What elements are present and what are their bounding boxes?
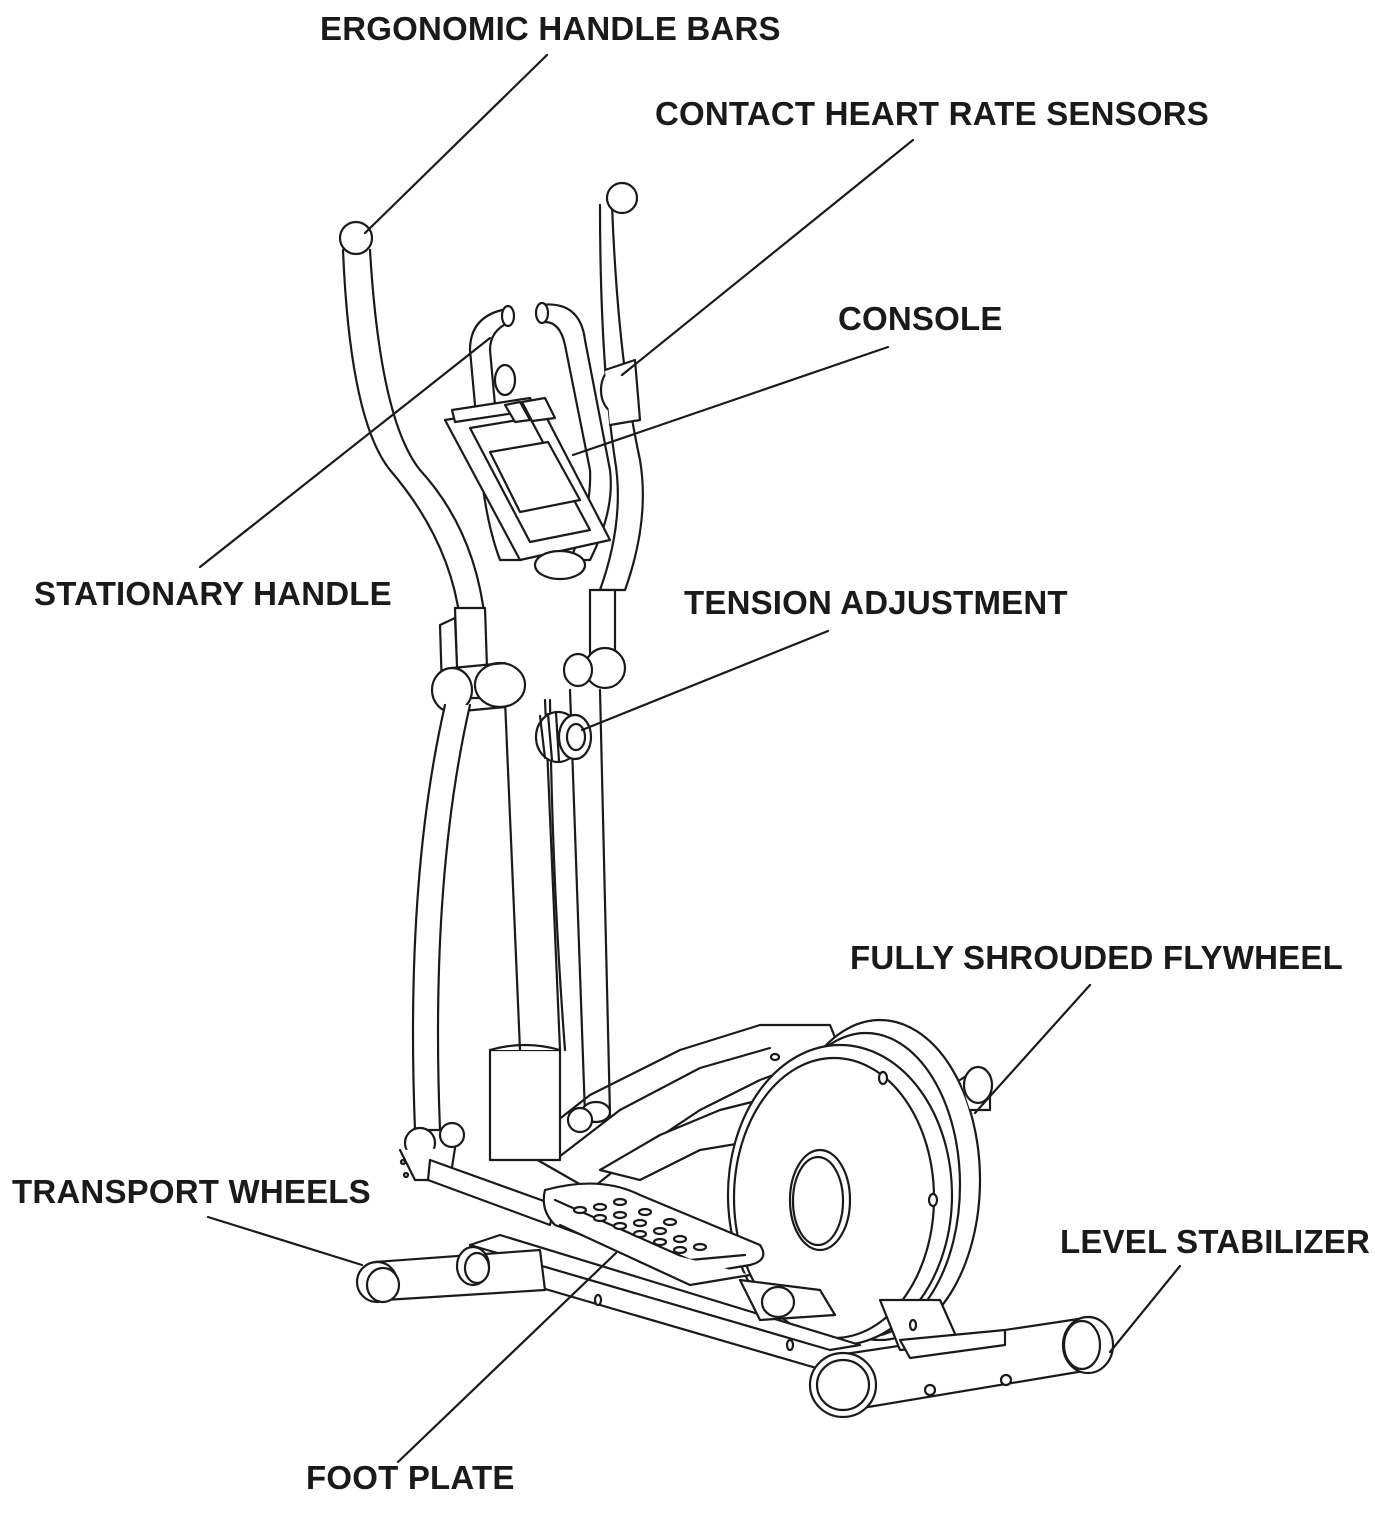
flywheel-shroud: [518, 1018, 994, 1347]
console-unit: [443, 396, 612, 581]
leader-foot-plate: [396, 1251, 618, 1464]
label-tension-adjustment: TENSION ADJUSTMENT: [684, 584, 1068, 621]
callout-leaders: [198, 53, 1182, 1464]
tension-knob: [534, 710, 593, 764]
leader-transport-wheels: [206, 1215, 364, 1267]
pedal-and-foot-plate: [426, 1158, 837, 1322]
leader-stationary-handle: [198, 336, 492, 569]
label-stationary-handle: STATIONARY HANDLE: [34, 575, 392, 612]
base-frame: [355, 1233, 1115, 1419]
label-transport-wheels: TRANSPORT WHEELS: [12, 1173, 371, 1210]
label-foot-plate: FOOT PLATE: [306, 1459, 515, 1496]
label-level-stabilizer: LEVEL STABILIZER: [1060, 1223, 1370, 1260]
leader-console: [571, 345, 890, 457]
left-moving-arm: [338, 220, 527, 1182]
leader-level-stabilizer: [1108, 1264, 1182, 1354]
label-ergonomic-handle-bars: ERGONOMIC HANDLE BARS: [320, 10, 781, 47]
leader-handle-bars: [363, 53, 549, 235]
label-contact-heart-rate-sensors: CONTACT HEART RATE SENSORS: [655, 95, 1209, 132]
label-fully-shrouded-flywheel: FULLY SHROUDED FLYWHEEL: [850, 939, 1343, 976]
leader-tension-adjustment: [580, 629, 830, 732]
leader-flywheel: [973, 983, 1092, 1115]
front-upright: [488, 688, 612, 1162]
leader-heart-rate-sensors: [620, 138, 915, 377]
label-console: CONSOLE: [838, 300, 1003, 337]
